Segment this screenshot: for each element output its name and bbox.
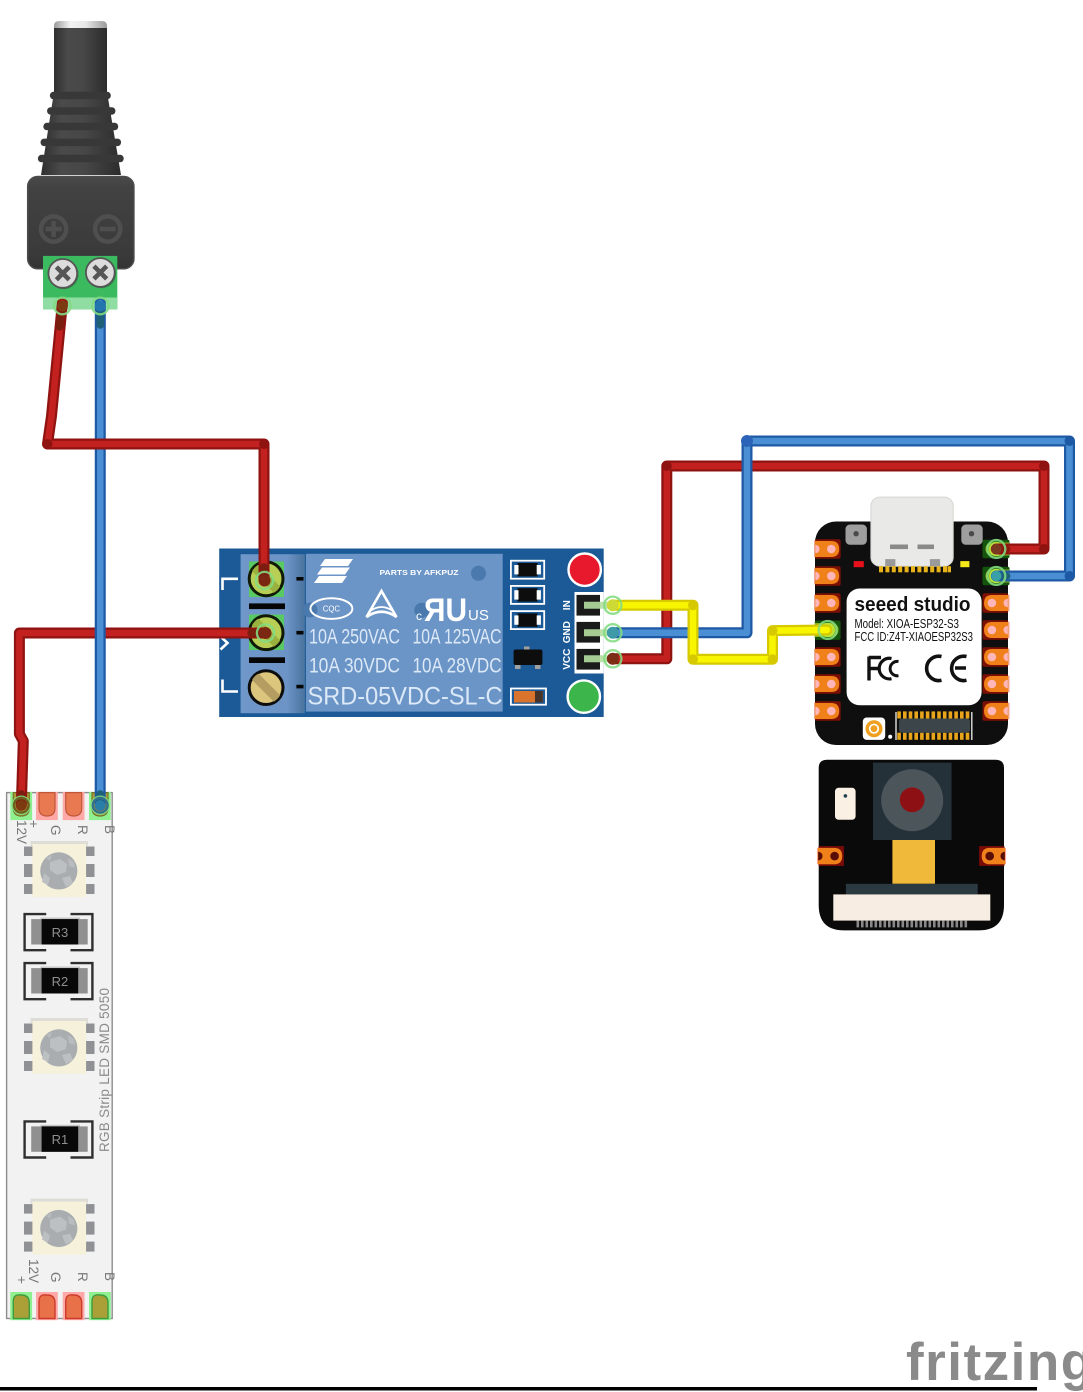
- svg-text:Model: XIOA-ESP32-S3: Model: XIOA-ESP32-S3: [855, 617, 960, 631]
- svg-text:FCC ID:Z4T-XIAOESP32S3: FCC ID:Z4T-XIAOESP32S3: [855, 630, 974, 644]
- svg-text:10A 250VAC: 10A 250VAC: [309, 626, 400, 649]
- svg-text:SRD-05VDC-SL-C: SRD-05VDC-SL-C: [308, 683, 503, 711]
- svg-text:10A 28VDC: 10A 28VDC: [413, 655, 502, 678]
- svg-text:R1: R1: [52, 1132, 69, 1147]
- svg-text:GND: GND: [562, 621, 573, 643]
- svg-text:VCC: VCC: [562, 649, 573, 670]
- svg-text:G: G: [48, 1272, 63, 1283]
- svg-text:R: R: [75, 1272, 90, 1282]
- svg-text:ЯU: ЯU: [424, 592, 467, 628]
- svg-text:10A 30VDC: 10A 30VDC: [309, 655, 400, 678]
- svg-text:10A 125VAC: 10A 125VAC: [413, 626, 502, 649]
- svg-text:G: G: [48, 825, 63, 836]
- svg-text:+: +: [14, 1276, 29, 1284]
- svg-text:R: R: [75, 825, 90, 835]
- svg-text:CQC: CQC: [323, 605, 341, 614]
- svg-text:R2: R2: [52, 974, 69, 989]
- svg-text:seeed studio: seeed studio: [855, 593, 971, 616]
- svg-text:B: B: [102, 825, 117, 834]
- svg-text:PARTS BY AFKPUZ: PARTS BY AFKPUZ: [380, 568, 459, 577]
- svg-text:B: B: [102, 1272, 117, 1281]
- svg-text:c: c: [416, 609, 422, 623]
- svg-text:fritzing: fritzing: [906, 1333, 1083, 1392]
- svg-text:+: +: [26, 820, 41, 828]
- svg-text:IN: IN: [562, 600, 573, 610]
- svg-text:R3: R3: [52, 925, 69, 940]
- svg-text:12V: 12V: [14, 820, 29, 844]
- svg-text:US: US: [468, 607, 489, 624]
- svg-text:12V: 12V: [26, 1259, 41, 1283]
- svg-text:RGB Strip LED SMD 5050: RGB Strip LED SMD 5050: [97, 988, 112, 1152]
